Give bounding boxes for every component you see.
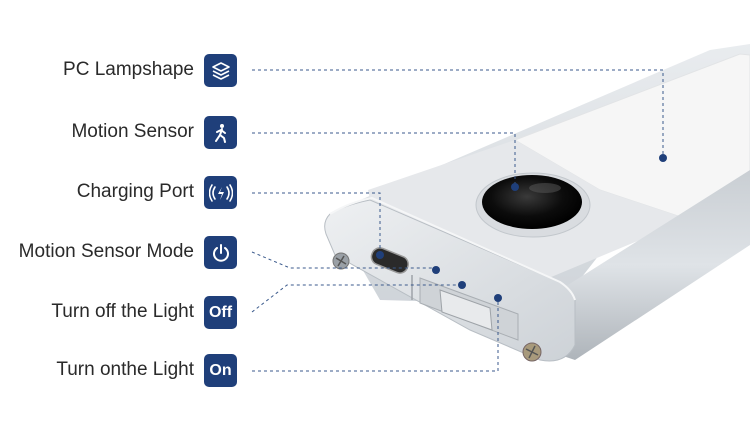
dot-pc-lampshade	[659, 154, 667, 162]
label-motion-sensor-mode: Motion Sensor Mode	[18, 241, 194, 262]
leader-pc-lampshade	[252, 69, 664, 158]
leader-motion-sensor-mode	[251, 251, 436, 269]
leader-turn-on	[252, 300, 499, 372]
on-text-icon: On	[204, 354, 237, 387]
layers-icon	[204, 54, 237, 87]
leader-charging-port	[252, 192, 381, 252]
label-turn-on-light: Turn onthe Light	[56, 359, 194, 380]
right-screw	[522, 342, 542, 362]
badge-on-text: On	[209, 361, 232, 379]
leader-lines	[251, 69, 664, 372]
leader-turn-off	[251, 284, 462, 313]
badge-off-text: Off	[208, 303, 233, 321]
motion-sensor-lens	[475, 172, 591, 238]
leader-dots	[376, 154, 667, 302]
label-pc-lampshape: PC Lampshape	[63, 59, 194, 80]
left-screw	[332, 252, 350, 270]
dot-motion-sensor	[511, 183, 519, 191]
dot-charging-port	[376, 251, 384, 259]
dot-motion-sensor-mode	[432, 266, 440, 274]
charging-icon	[204, 176, 237, 209]
label-turn-off-light: Turn off the Light	[51, 301, 194, 322]
label-motion-sensor: Motion Sensor	[71, 121, 194, 142]
dot-turn-on	[494, 294, 502, 302]
off-text-icon: Off	[204, 296, 237, 329]
walking-person-icon	[204, 116, 237, 149]
bar-side-housing	[560, 170, 750, 360]
power-icon	[204, 236, 237, 269]
dot-turn-off	[458, 281, 466, 289]
mode-switch	[411, 275, 519, 341]
label-charging-port: Charging Port	[76, 181, 194, 202]
